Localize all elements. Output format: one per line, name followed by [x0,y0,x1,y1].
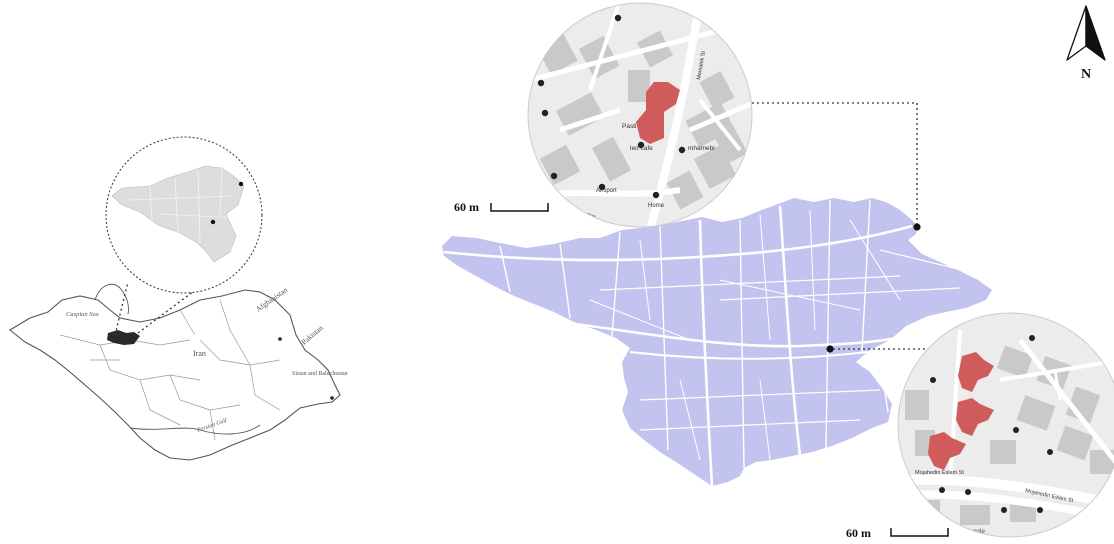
label-sistan: Sistan and Baluchestan [292,371,348,377]
inset-north-pins [537,14,686,199]
label-pakistan: Pakistan [300,323,325,346]
site-marker-north [913,223,921,231]
poi-home: Home [648,203,665,209]
tehran-road-network [443,199,971,487]
street-mojahedin-eslam-1: Mojahedin Eslam St [915,470,964,476]
north-arrow: N [1066,5,1106,82]
tehran-inset-districts [129,167,237,244]
leader-line-north [747,102,918,224]
poi-mhamebi: mhamebi [688,145,715,152]
caspian-shore [94,283,129,315]
scale-bar-north: 60 m [454,200,549,214]
city-dot-east [278,337,282,341]
tehran-inset-point-center [210,219,216,225]
poi-pasti: Pasti [622,123,636,130]
tehran-city-map [442,102,992,487]
inset-south-pins [930,335,1053,513]
site-marker-center [826,345,834,353]
north-arrow-label: N [1081,67,1091,82]
persian-gulf-coast [129,424,261,435]
scale-bar-south: 60 m [846,526,949,540]
iran-country-outline [9,289,341,461]
scale-label-south: 60 m [846,526,871,540]
tehran-inset-point-north [238,181,244,187]
inset-south-buildings [928,352,994,470]
label-caspian-sea: Caspian Sea [66,311,99,318]
scale-label-north: 60 m [454,200,479,214]
label-iran: Iran [193,349,206,358]
iran-locator-map: Caspian Sea Afghanistan Iran Pakistan Si… [9,136,348,461]
poi-airsport: Airsport [596,188,617,194]
north-arrow-icon [1066,5,1087,61]
inset-map-south: Mojahedin Eslam St Mojahedin Eslam St Go… [846,312,1114,540]
inset-north-building [636,82,680,144]
city-dot-southeast [330,396,334,400]
zoom-lines-tehran [114,257,239,336]
inset-map-north: Pasti leo cafe mhamebi Airsport Home Pah… [454,2,753,228]
poi-leo-cafe: leo cafe [630,145,653,152]
tehran-inset-shape [111,165,245,263]
street-mamalek: Mamalek St [696,50,707,80]
